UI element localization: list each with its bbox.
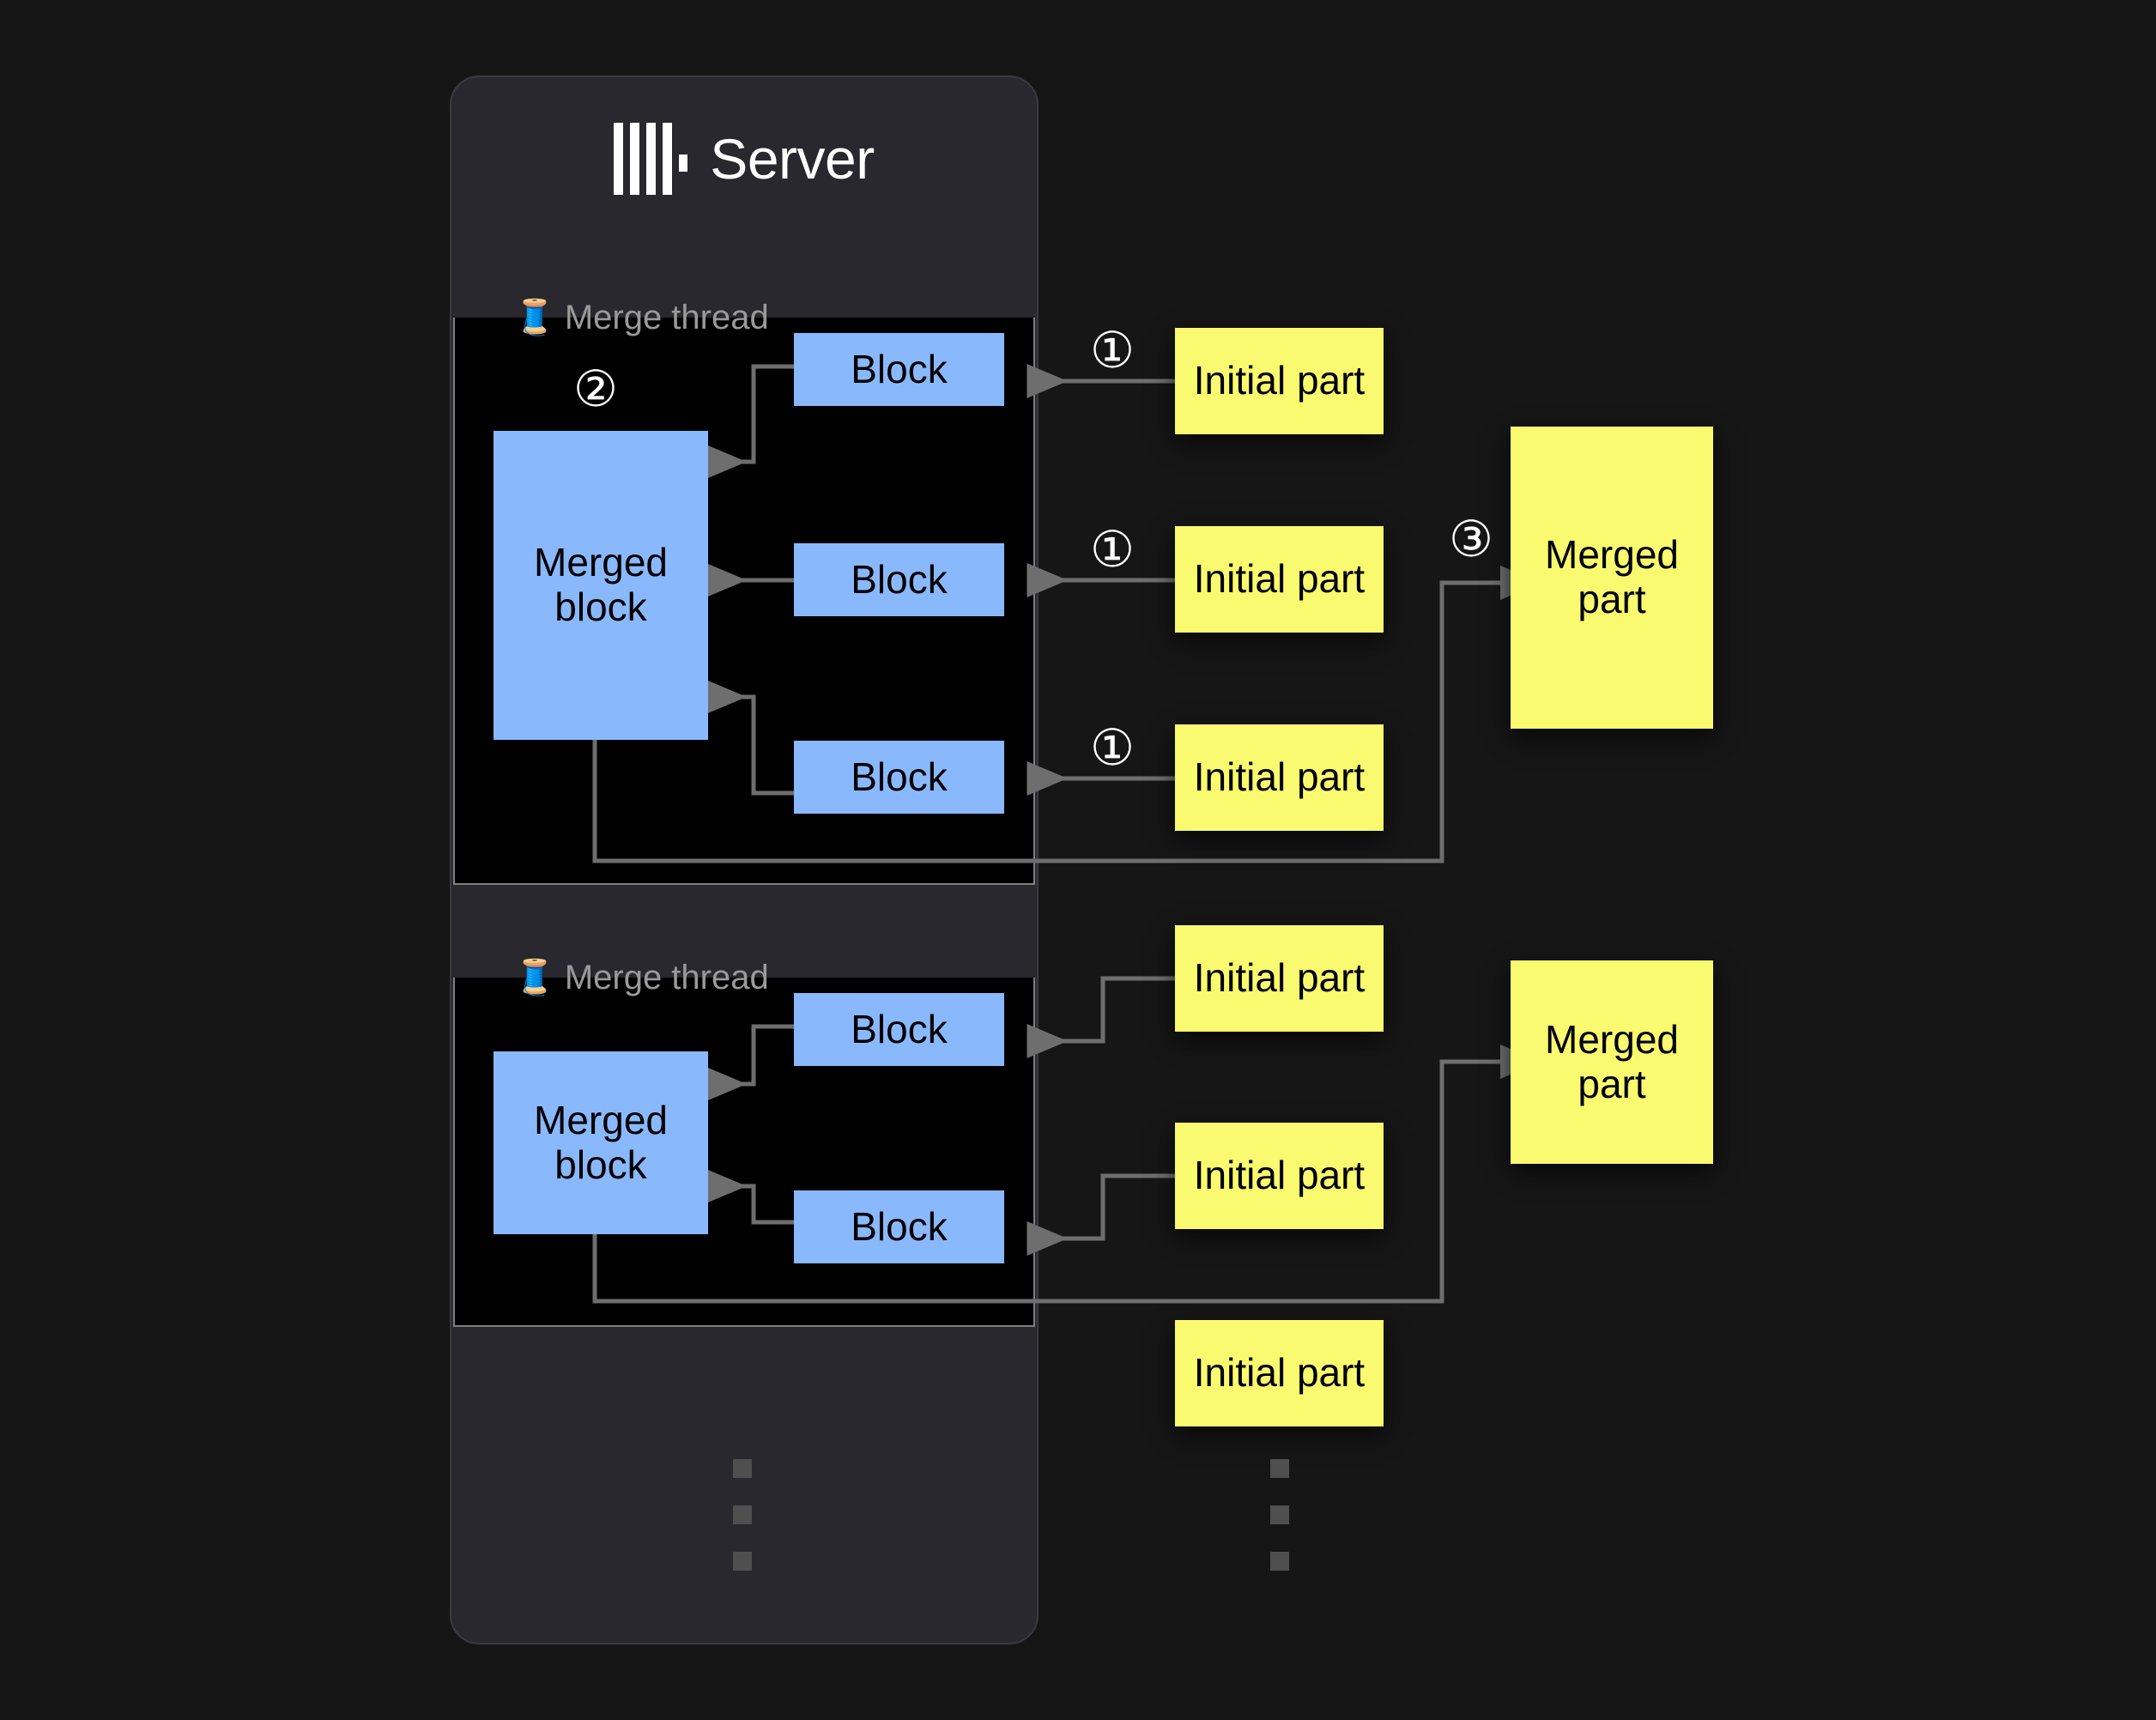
block-1-2-label: Block	[851, 556, 948, 602]
merged-part-2-label: Merged part	[1545, 1016, 1679, 1106]
initial-part-2-label: Initial part	[1193, 556, 1366, 602]
merged-part-2: Merged part	[1511, 960, 1713, 1164]
thread-2-legend: 🧵 Merge thread	[513, 958, 769, 997]
thread-1-legend-label: Merge thread	[564, 299, 769, 336]
initial-part-4-label: Initial part	[1193, 955, 1366, 1001]
merged-block-2-label: Merged block	[534, 1097, 668, 1187]
block-2-1-label: Block	[851, 1006, 948, 1051]
merged-block-1: Merged block	[494, 431, 708, 740]
step-1-marker-b: ①	[1090, 522, 1135, 578]
server-title: Server	[710, 127, 875, 191]
block-1-1-label: Block	[851, 346, 948, 391]
step-2-marker: ②	[573, 361, 618, 417]
thread-2-legend-label: Merge thread	[564, 959, 769, 996]
merged-block-1-label: Merged block	[534, 540, 668, 629]
initial-part-1: Initial part	[1175, 328, 1384, 434]
server-header: Server	[450, 112, 1039, 206]
initial-part-6: Initial part	[1175, 1320, 1384, 1426]
initial-part-5: Initial part	[1175, 1123, 1384, 1229]
server-ellipsis	[733, 1459, 752, 1571]
block-2-1: Block	[794, 993, 1004, 1066]
clickhouse-logo-icon	[614, 123, 688, 195]
wire-part5-to-block5	[1027, 1173, 1175, 1256]
block-1-1: Block	[794, 333, 1004, 406]
block-1-3-label: Block	[851, 754, 948, 799]
block-2-2-label: Block	[851, 1203, 948, 1249]
initial-part-3: Initial part	[1175, 724, 1384, 831]
merged-block-2: Merged block	[494, 1051, 708, 1234]
step-1-marker-c: ①	[1090, 720, 1135, 776]
step-3-marker: ③	[1449, 512, 1493, 567]
thread-spool-icon: 🧵	[513, 299, 556, 336]
step-1-marker-a: ①	[1090, 323, 1135, 379]
initial-part-5-label: Initial part	[1193, 1153, 1366, 1198]
thread-1-legend: 🧵 Merge thread	[513, 298, 769, 337]
wire-part4-to-block4	[1027, 976, 1175, 1058]
merged-part-1-label: Merged part	[1545, 532, 1679, 621]
thread-spool-icon: 🧵	[513, 959, 556, 996]
initial-part-1-label: Initial part	[1193, 358, 1366, 403]
initial-part-2: Initial part	[1175, 526, 1384, 633]
parts-ellipsis	[1270, 1459, 1289, 1571]
block-1-2: Block	[794, 543, 1004, 616]
initial-part-4: Initial part	[1175, 925, 1384, 1032]
block-1-3: Block	[794, 741, 1004, 814]
initial-part-3-label: Initial part	[1193, 754, 1366, 800]
initial-part-6-label: Initial part	[1193, 1350, 1366, 1396]
merged-part-1: Merged part	[1511, 427, 1713, 729]
block-2-2: Block	[794, 1190, 1004, 1263]
